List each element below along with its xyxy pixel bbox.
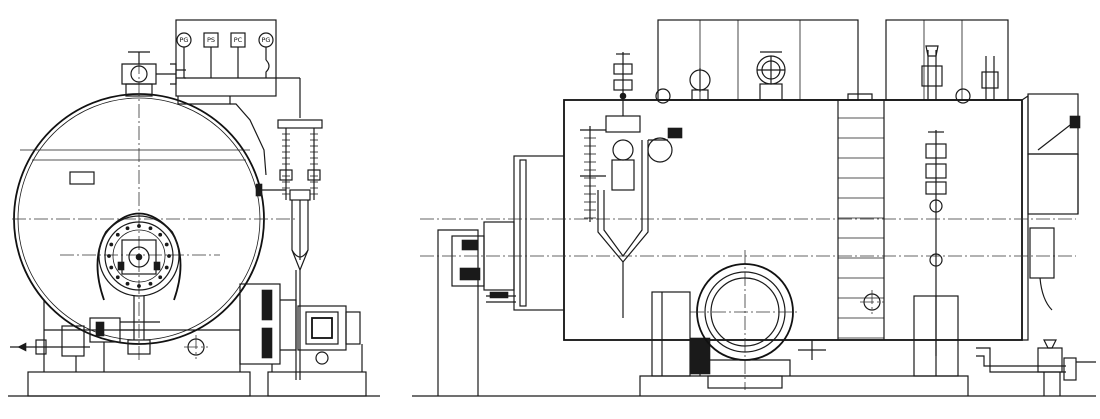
water-level-column (255, 119, 323, 380)
front-base (27, 371, 251, 397)
burner-stand (437, 229, 479, 396)
rear-outlet-piping (976, 227, 1096, 396)
side-foundation (639, 375, 969, 396)
pump-base (267, 371, 367, 397)
top-valves (655, 45, 999, 104)
gauge-rack (175, 19, 301, 176)
gauge-pg-1: PG (176, 32, 192, 50)
top-casing-left (657, 19, 859, 101)
burner-head (117, 239, 161, 275)
fuel-line (10, 317, 134, 372)
front-saddle (43, 300, 241, 372)
front-burner-box (513, 155, 565, 311)
front-view: PG PS PC PG (8, 19, 380, 397)
gauge-label: PC (234, 36, 243, 44)
gauge-ps: PS (203, 32, 219, 50)
gauge-pg-2: PG (258, 32, 274, 50)
side-view (412, 19, 1096, 397)
burner-bolts (107, 224, 171, 288)
feed-pump-motor (239, 283, 363, 372)
safety-valve-tree (613, 52, 633, 116)
furnace-opening (96, 212, 182, 301)
gauge-label: PG (180, 36, 189, 44)
side-water-column (580, 115, 683, 318)
ladder-platform (837, 93, 885, 340)
gauge-pc: PC (230, 32, 246, 50)
right-gauge-tree (913, 130, 959, 377)
nameplate (69, 171, 95, 185)
blower-fan (651, 263, 826, 389)
gauge-label: PG (262, 36, 271, 44)
gauge-label: PS (207, 36, 215, 44)
